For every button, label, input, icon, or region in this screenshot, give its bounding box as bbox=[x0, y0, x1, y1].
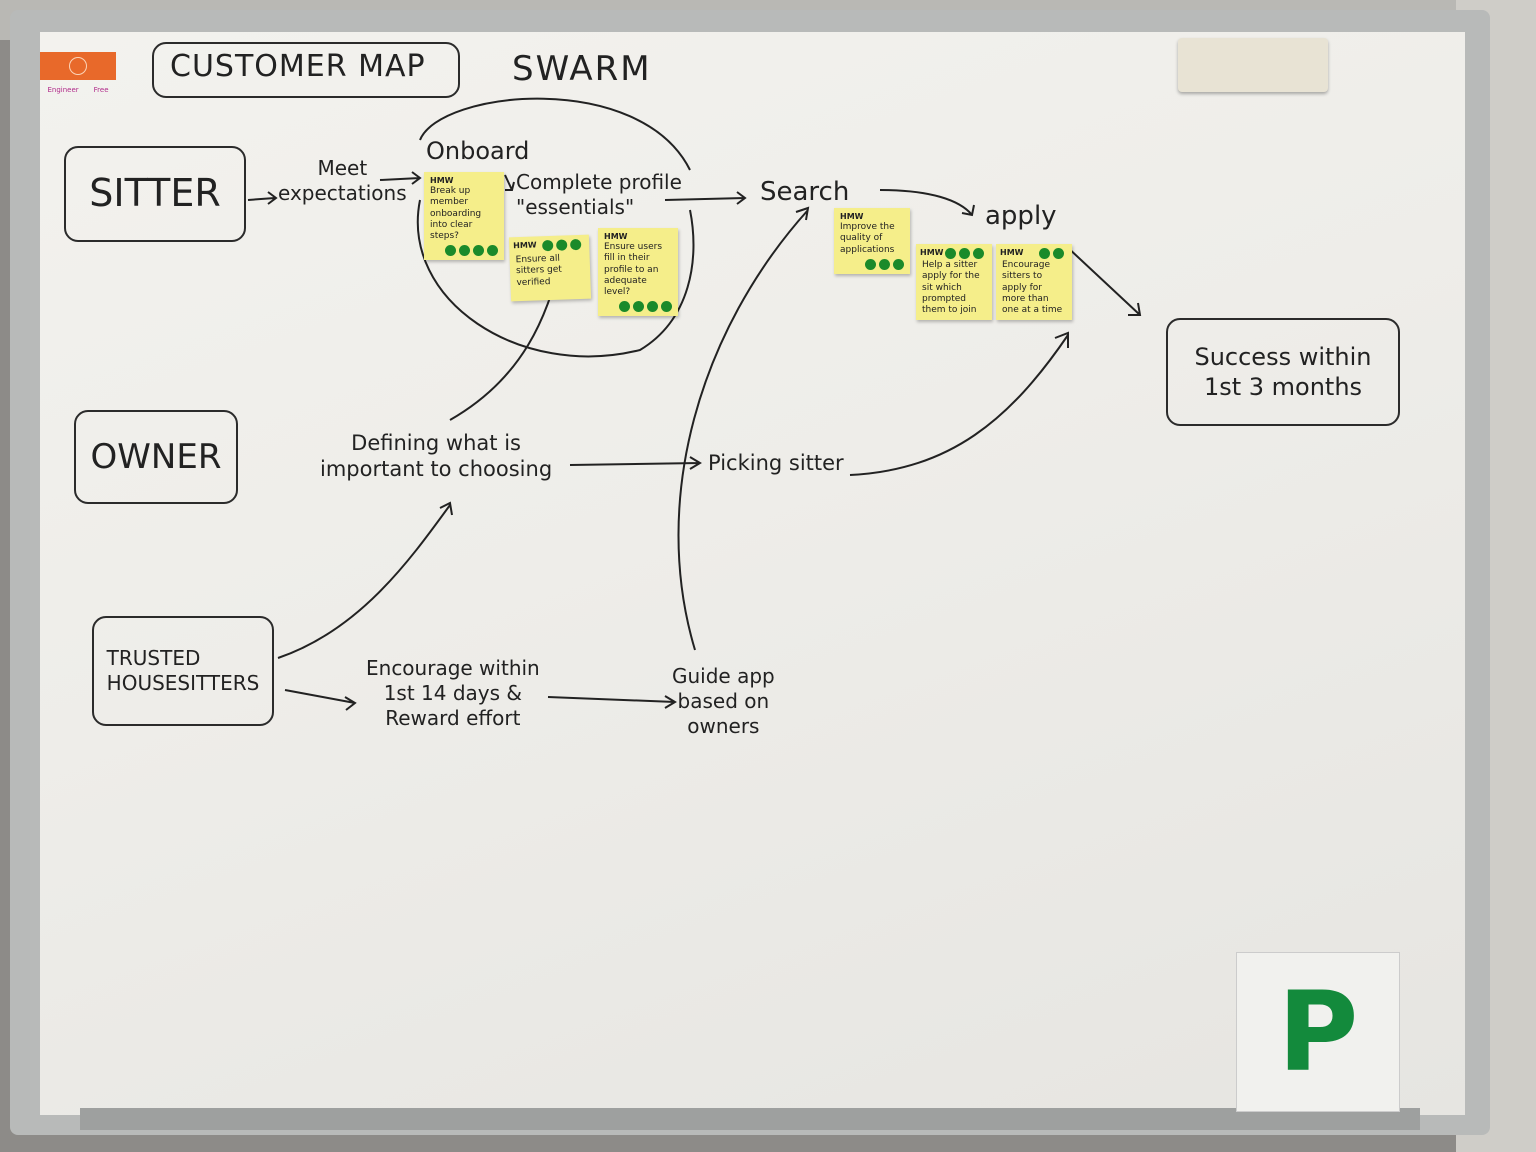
vote-dot bbox=[445, 245, 456, 257]
arrow-meet-onboard bbox=[379, 171, 422, 185]
step-apply: apply bbox=[985, 201, 1057, 231]
vote-dots bbox=[1039, 248, 1064, 259]
engineer-tag: Engineer Free bbox=[40, 52, 116, 100]
sticky-hmw: HMW bbox=[430, 176, 454, 185]
arrow-guide-search bbox=[677, 206, 810, 651]
sticky-hmw: HMW bbox=[840, 212, 864, 221]
eraser bbox=[1178, 38, 1328, 92]
vote-dot bbox=[647, 301, 658, 313]
vote-dot bbox=[879, 258, 890, 270]
vote-dot bbox=[633, 301, 644, 313]
step-meet-expectations: Meet expectations bbox=[278, 156, 407, 205]
arrow-trusted-encourage bbox=[284, 689, 357, 711]
vote-dot bbox=[542, 239, 554, 252]
sticky-hmw: HMW bbox=[1000, 248, 1024, 257]
step-guide-app: Guide app based on owners bbox=[672, 664, 775, 738]
step-search: Search bbox=[760, 177, 850, 207]
sticky-text: Help a sitter apply for the sit which pr… bbox=[922, 260, 980, 315]
sticky-hmw: HMW bbox=[920, 248, 944, 257]
vote-dot bbox=[487, 245, 498, 257]
arrow-apply-success bbox=[1064, 244, 1142, 316]
vote-dot bbox=[1039, 248, 1050, 259]
step-encourage-reward: Encourage within 1st 14 days & Reward ef… bbox=[366, 656, 540, 730]
step-onboard: Onboard bbox=[426, 137, 530, 165]
step-defining-important: Defining what is important to choosing bbox=[320, 431, 553, 482]
sticky-note: HMW Help a sitter apply for the sit whic… bbox=[916, 244, 992, 321]
sticky-note: HMW Ensure users fill in their profile t… bbox=[598, 228, 678, 317]
arrow-complete-search bbox=[664, 191, 747, 205]
sticky-text: Encourage sitters to apply for more than… bbox=[1002, 260, 1063, 315]
arrow-defining-picking bbox=[569, 456, 702, 470]
vote-dots bbox=[840, 258, 904, 270]
marker-tray bbox=[80, 1108, 1420, 1130]
vote-dot bbox=[661, 301, 672, 313]
arrow-encourage-guide bbox=[547, 695, 677, 709]
persona-trusted-housesitters: TRUSTED HOUSESITTERS bbox=[92, 616, 274, 726]
sticky-text: Break up member onboarding into clear st… bbox=[430, 186, 482, 241]
sticky-text: Improve the quality of applications bbox=[840, 222, 895, 255]
vote-dot bbox=[570, 238, 582, 251]
vote-dots bbox=[604, 301, 672, 313]
vote-dot bbox=[619, 301, 630, 313]
arrow-search-apply bbox=[879, 189, 975, 217]
arrow-onboard-complete bbox=[504, 174, 515, 191]
step-complete-profile: Complete profile "essentials" bbox=[516, 170, 682, 219]
sticky-hmw: HMW bbox=[604, 232, 628, 241]
sticky-text: Ensure all sitters get verified bbox=[515, 253, 563, 288]
sticky-note: HMW Encourage sitters to apply for more … bbox=[996, 244, 1072, 321]
vote-dot bbox=[1053, 248, 1064, 259]
logo-icon bbox=[69, 57, 87, 75]
arrow-trusted-defining bbox=[277, 501, 453, 659]
parking-sign: P bbox=[1236, 952, 1400, 1112]
persona-owner: OWNER bbox=[74, 410, 238, 504]
page-title: CUSTOMER MAP bbox=[152, 42, 460, 98]
vote-dot bbox=[959, 248, 970, 259]
vote-dots bbox=[430, 245, 498, 257]
sticky-note: HMW Ensure all sitters get verified bbox=[508, 234, 592, 302]
tag-right-label: Free bbox=[93, 86, 109, 94]
sticky-note: HMW Break up member onboarding into clea… bbox=[424, 172, 504, 261]
tag-flag bbox=[40, 52, 116, 80]
tag-left-label: Engineer bbox=[47, 86, 79, 94]
whiteboard bbox=[40, 32, 1465, 1115]
vote-dot bbox=[893, 258, 904, 270]
vote-dots bbox=[542, 238, 582, 252]
persona-sitter: SITTER bbox=[64, 146, 246, 242]
goal-success: Success within 1st 3 months bbox=[1166, 318, 1400, 426]
vote-dot bbox=[865, 258, 876, 270]
step-picking-sitter: Picking sitter bbox=[708, 451, 844, 475]
vote-dot bbox=[556, 239, 568, 251]
vote-dot bbox=[973, 248, 984, 259]
vote-dots bbox=[945, 248, 984, 259]
swarm-label: SWARM bbox=[512, 49, 652, 89]
sticky-text: Ensure users fill in their profile to an… bbox=[604, 242, 663, 297]
sticky-hmw: HMW bbox=[513, 240, 537, 251]
swarm-loop bbox=[417, 97, 695, 358]
arrow-picking-success bbox=[849, 331, 1069, 476]
vote-dot bbox=[945, 248, 956, 259]
vote-dot bbox=[459, 245, 470, 257]
arrow-sitter-meet bbox=[247, 191, 278, 205]
vote-dot bbox=[473, 245, 484, 257]
sticky-note: HMW Improve the quality of applications bbox=[834, 208, 910, 274]
